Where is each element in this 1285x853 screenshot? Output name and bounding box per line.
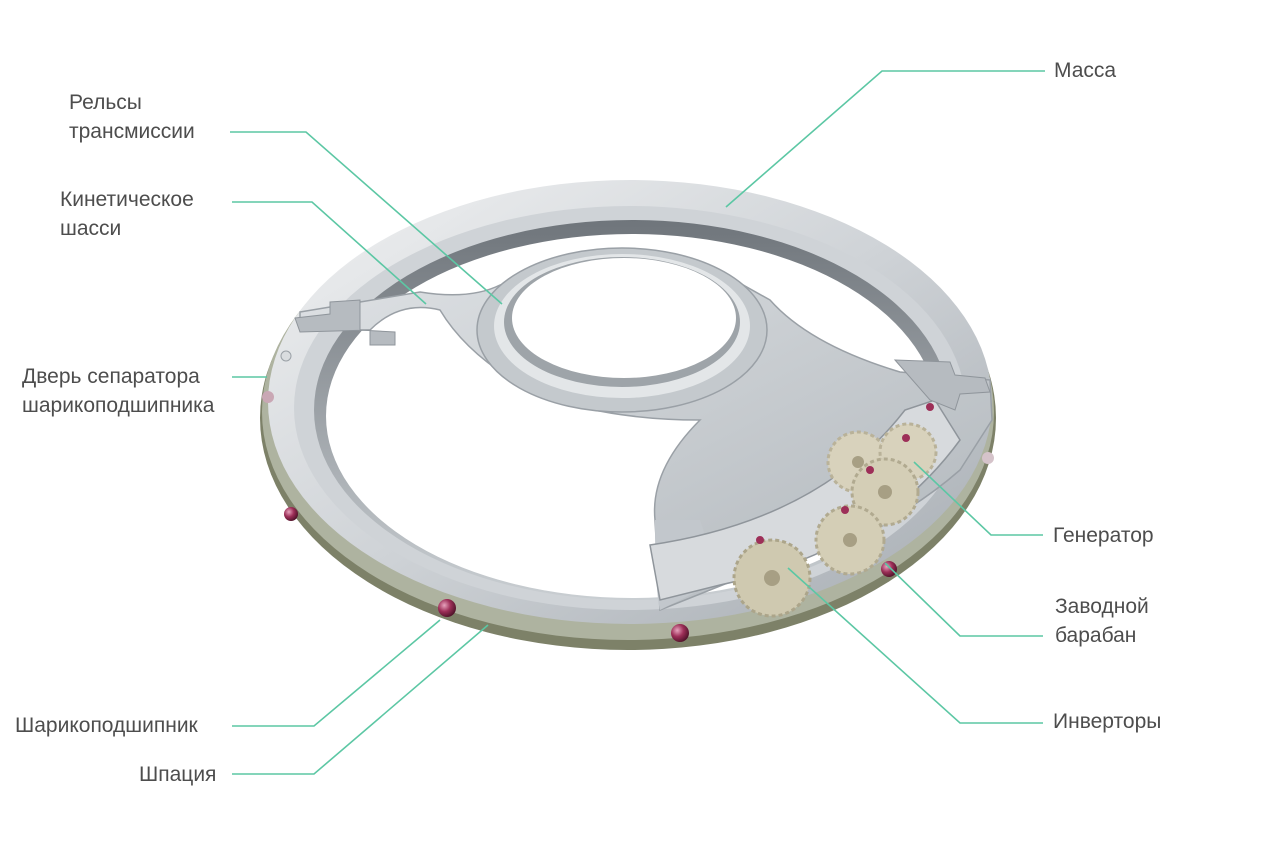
label-bearing-door: Дверь сепаратора шарикоподшипника: [22, 362, 215, 420]
leader-spacing: [232, 624, 489, 775]
label-door-line1: Дверь сепаратора: [22, 365, 200, 388]
label-spacing: Шпация: [139, 760, 216, 789]
label-door-line2: шарикоподшипника: [22, 394, 215, 417]
label-inverters: Инверторы: [1053, 707, 1161, 736]
label-spacing-text: Шпация: [139, 763, 217, 786]
leader-generator: [913, 461, 1043, 536]
leader-bearing: [232, 619, 441, 727]
leader-lines: [230, 70, 1045, 775]
leader-mass: [725, 70, 1045, 208]
leader-chassis: [232, 201, 427, 305]
label-chassis-line1: Кинетическое: [60, 188, 194, 211]
label-barrel-line2: барабан: [1055, 624, 1137, 647]
label-generator-text: Генератор: [1053, 524, 1154, 547]
label-mass: Масса: [1054, 56, 1116, 85]
leader-inverters: [787, 567, 1043, 724]
label-generator: Генератор: [1053, 521, 1154, 550]
label-rails-line2: трансмиссии: [69, 120, 195, 143]
label-bearing-text: Шарикоподшипник: [15, 714, 198, 737]
label-rails-line1: Рельсы: [69, 91, 142, 114]
label-barrel-line1: Заводной: [1055, 595, 1149, 618]
gear-train: [732, 422, 938, 618]
leader-barrel: [884, 562, 1043, 637]
label-chassis-line2: шасси: [60, 217, 122, 240]
label-barrel: Заводной барабан: [1055, 592, 1149, 650]
label-inverters-text: Инверторы: [1053, 710, 1162, 733]
label-kinetic-chassis: Кинетическое шасси: [60, 185, 194, 243]
label-bearing: Шарикоподшипник: [15, 711, 198, 740]
transmission-rails: [476, 247, 768, 413]
label-mass-text: Масса: [1054, 59, 1117, 82]
leader-rails: [230, 131, 503, 305]
ruby-jewels: [262, 350, 994, 642]
label-transmission-rails: Рельсы трансмиссии: [69, 88, 195, 146]
